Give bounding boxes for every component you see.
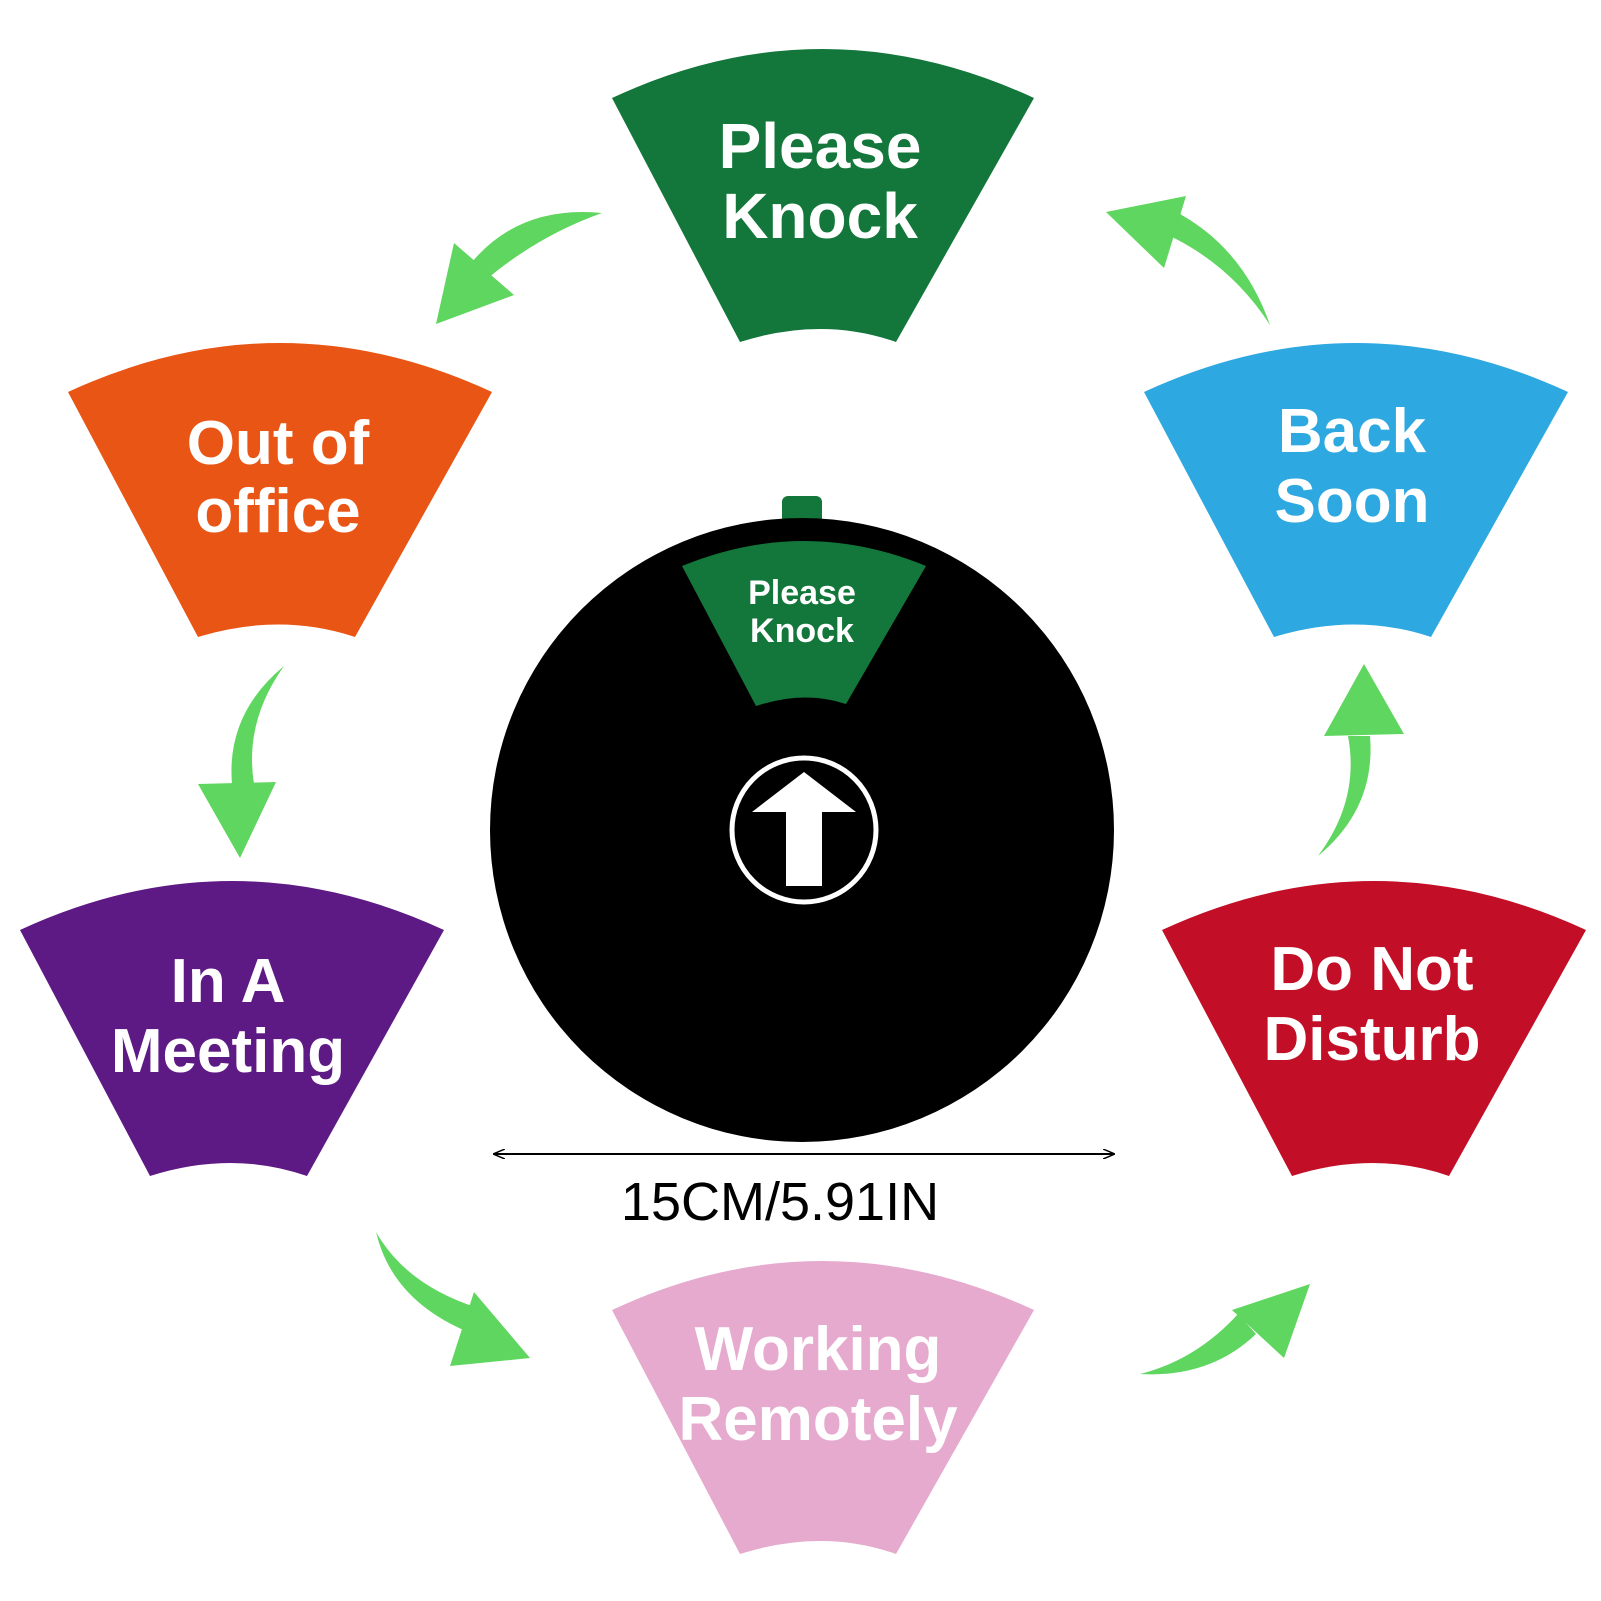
segment-working-remotely: Working Remotely: [612, 1261, 1034, 1554]
segment-label-line2: Knock: [722, 180, 918, 252]
curved-arrow-icon: [1140, 1284, 1310, 1375]
curved-arrow-icon: [1106, 196, 1270, 325]
dial: Please Knock: [490, 496, 1114, 1142]
segment-shape: [68, 343, 492, 637]
segment-label-line1: Out of: [187, 409, 370, 478]
segment-do-not-disturb: Do Not Disturb: [1162, 881, 1586, 1176]
dial-window-line1: Please: [748, 574, 856, 612]
segment-label-line1: In A: [171, 947, 286, 1016]
segment-label-line1: Please: [719, 110, 922, 182]
curved-arrow-icon: [436, 212, 602, 324]
segment-label-line2: Soon: [1275, 467, 1430, 536]
arrow-up-icon: [729, 755, 879, 905]
segment-label-line2: Remotely: [678, 1385, 958, 1454]
dial-window-line2: Knock: [750, 612, 854, 650]
dimension-label: 15CM/5.91IN: [621, 1172, 939, 1232]
segment-back-soon: Back Soon: [1144, 343, 1568, 637]
segment-shape: [20, 881, 444, 1176]
segment-label-line1: Do Not: [1270, 935, 1473, 1004]
segment-out-of-office: Out of office: [68, 343, 492, 637]
segment-please-knock: Please Knock: [612, 49, 1034, 342]
dial-window: Please Knock: [682, 541, 926, 706]
segment-shape: [1162, 881, 1586, 1176]
segment-in-a-meeting: In A Meeting: [20, 881, 444, 1176]
curved-arrow-icon: [376, 1232, 530, 1366]
dimension-indicator: 15CM/5.91IN: [494, 1154, 1114, 1232]
dial-window-shape: [682, 541, 926, 706]
segment-label-line1: Working: [695, 1315, 942, 1384]
curved-arrow-icon: [198, 666, 284, 858]
segment-shape: [612, 49, 1034, 342]
segment-label-line2: office: [195, 477, 360, 546]
segment-label-line2: Disturb: [1264, 1005, 1481, 1074]
segment-label-line2: Meeting: [111, 1017, 345, 1086]
cycle-arrows: [198, 196, 1404, 1375]
segment-label-line1: Back: [1278, 397, 1427, 466]
segment-shape: [612, 1261, 1034, 1554]
curved-arrow-icon: [1318, 664, 1404, 856]
segment-shape: [1144, 343, 1568, 637]
